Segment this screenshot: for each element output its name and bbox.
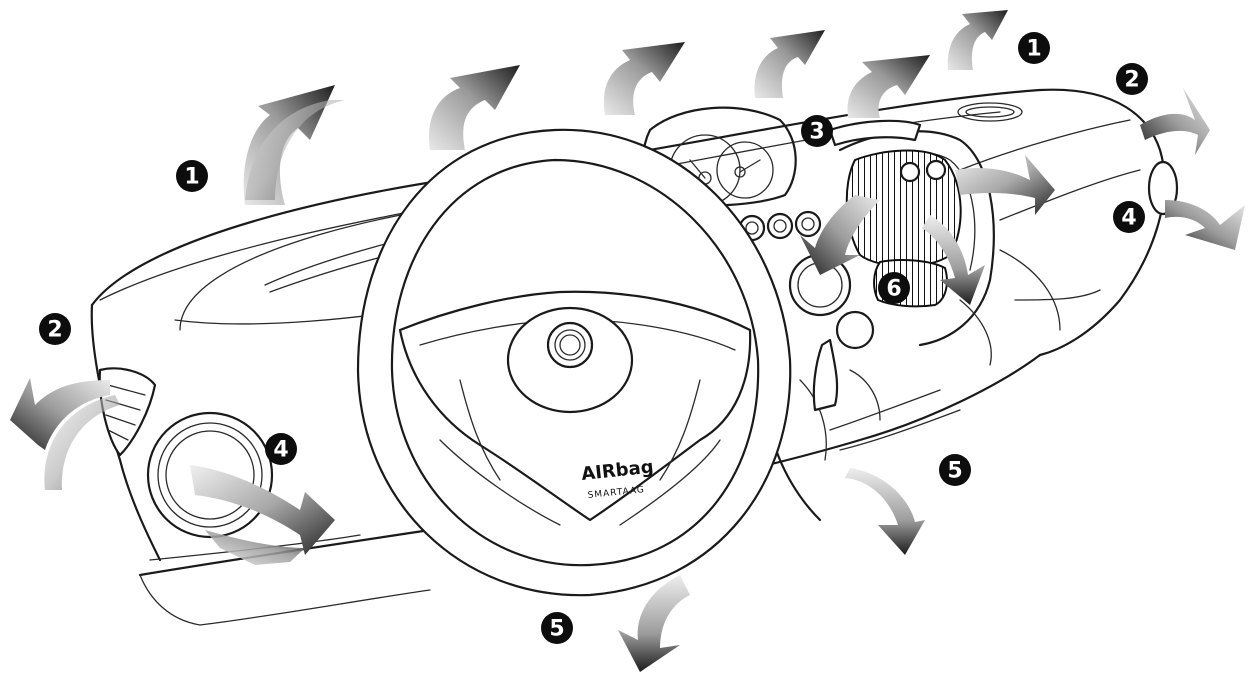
callout-2-label: 2: [1124, 68, 1139, 93]
airflow-arrow-up: [947, 10, 1008, 70]
callout-4-right: 4: [1113, 201, 1145, 233]
airflow-arrow-up: [429, 65, 520, 150]
callout-4-left: 4: [265, 433, 297, 465]
callout-2-right: 2: [1116, 63, 1148, 95]
airflow-arrow-up: [245, 100, 345, 200]
airflow-arrow-right: [955, 155, 1055, 215]
callout-6-label: 6: [886, 277, 901, 302]
callout-2-label: 2: [47, 318, 62, 343]
callout-3-label: 3: [809, 120, 824, 145]
steering-wheel: [356, 128, 792, 597]
callout-5-bottom: 5: [541, 612, 573, 644]
airflow-arrow-up: [754, 30, 825, 98]
callout-4-label: 4: [1121, 206, 1136, 231]
gear-lever: [812, 310, 875, 412]
callout-5-right: 5: [939, 454, 971, 486]
airflow-arrow-right: [1165, 200, 1245, 250]
airflow-arrow-left: [10, 378, 110, 450]
callout-5-label: 5: [947, 459, 962, 484]
callout-1-label: 1: [1026, 37, 1041, 62]
airflow-arrow-down: [922, 215, 985, 305]
airflow-arrow-up: [603, 42, 685, 115]
airflow-arrow-down: [618, 575, 690, 672]
airflow-arrow-right: [1140, 88, 1210, 155]
airflow-arrow-left: [800, 195, 880, 275]
center-top-vent: [828, 119, 922, 147]
airflow-arrow-down: [845, 468, 925, 555]
callout-3: 3: [801, 115, 833, 147]
callout-1-label: 1: [184, 165, 199, 190]
callout-5-label: 5: [549, 617, 564, 642]
airflow-arrows: [10, 10, 1245, 672]
callout-2-left: 2: [39, 313, 71, 345]
airflow-arrow-right: [205, 530, 305, 565]
airflow-arrow-up: [847, 55, 930, 118]
airflow-arrow-left: [44, 395, 120, 490]
callout-6: 6: [878, 272, 910, 304]
airflow-arrow-right: [190, 465, 335, 555]
callout-4-label: 4: [273, 438, 288, 463]
callout-1: 1: [176, 160, 208, 192]
callout-1-top-right: 1: [1018, 32, 1050, 64]
